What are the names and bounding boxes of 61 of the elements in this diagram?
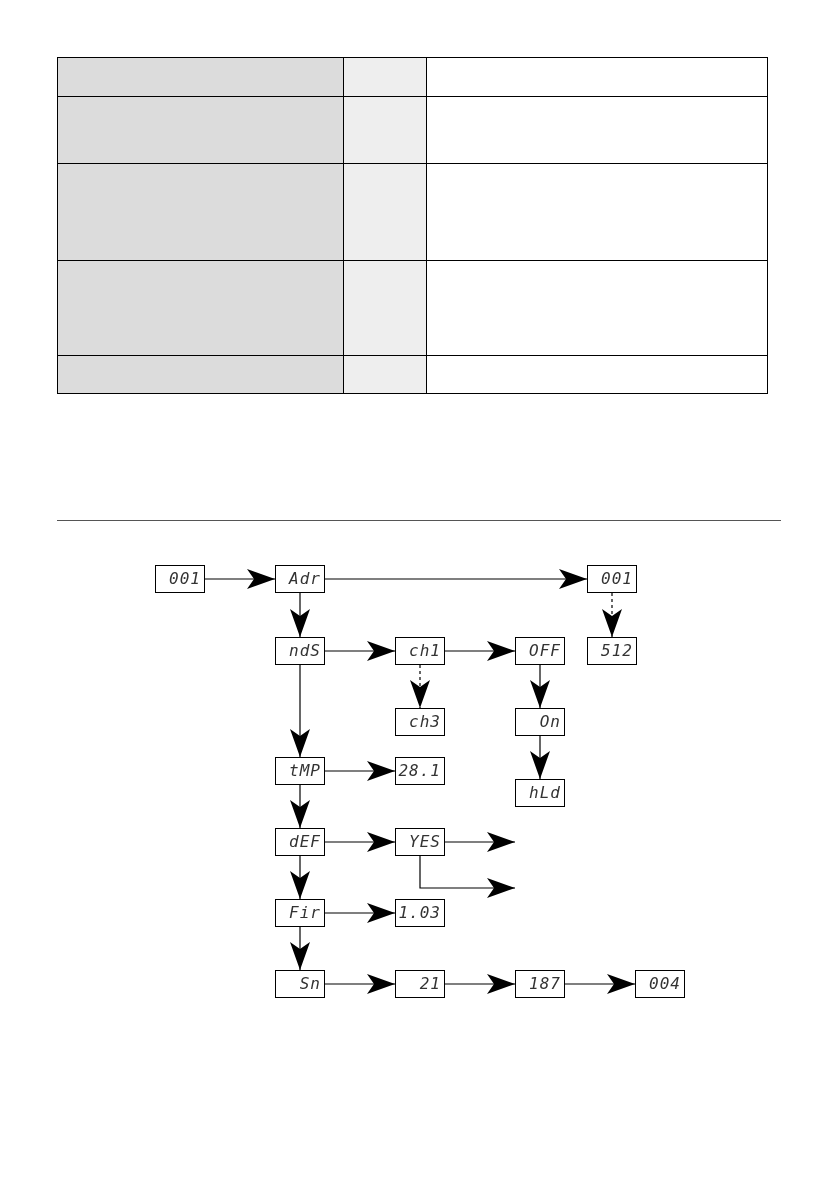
- display-readout: 28.1: [398, 763, 441, 779]
- arrow: [290, 855, 310, 900]
- arrow: [290, 784, 310, 829]
- arrow: [290, 926, 310, 971]
- display-readout: Adr: [289, 571, 321, 587]
- display-box: [395, 708, 445, 736]
- display-readout: Sn: [299, 976, 321, 992]
- arrow: [204, 569, 276, 589]
- display-box: [275, 970, 325, 998]
- display-readout: Fir: [289, 905, 321, 921]
- arrow: [324, 761, 396, 781]
- display-readout: 001: [601, 571, 633, 587]
- display-box: [635, 970, 685, 998]
- arrow: [564, 974, 636, 994]
- display-readout: 1.03: [398, 905, 441, 921]
- arrow: [602, 592, 622, 638]
- arrow: [324, 641, 396, 661]
- display-box: [275, 637, 325, 665]
- display-readout: 512: [601, 643, 633, 659]
- display-box: [395, 899, 445, 927]
- arrow: [324, 832, 396, 852]
- display-box: [155, 565, 205, 593]
- arrow: [419, 855, 516, 898]
- display-readout: tMP: [289, 763, 321, 779]
- display-readout: ch3: [409, 714, 441, 730]
- display-box: [395, 637, 445, 665]
- display-box: [275, 565, 325, 593]
- display-readout: 21: [419, 976, 441, 992]
- display-readout: 187: [529, 976, 561, 992]
- arrow: [410, 664, 430, 709]
- arrow: [530, 735, 550, 780]
- display-box: [275, 828, 325, 856]
- display-readout: On: [539, 714, 561, 730]
- display-readout: ndS: [289, 643, 321, 659]
- display-readout: OFF: [529, 643, 561, 659]
- arrow: [290, 664, 310, 758]
- display-box: [395, 828, 445, 856]
- arrow: [324, 903, 396, 923]
- display-readout: 001: [169, 571, 201, 587]
- display-readout: YES: [409, 834, 441, 850]
- display-box: [587, 565, 637, 593]
- display-readout: 004: [649, 976, 681, 992]
- arrow: [444, 974, 516, 994]
- display-readout: dEF: [289, 834, 321, 850]
- display-readout: ch1: [409, 643, 441, 659]
- display-box: [587, 637, 637, 665]
- arrow: [324, 974, 396, 994]
- arrow: [444, 832, 516, 852]
- display-box: [515, 970, 565, 998]
- arrow: [290, 592, 310, 638]
- display-box: [395, 757, 445, 785]
- display-box: [515, 779, 565, 807]
- arrow: [530, 664, 550, 709]
- display-readout: hLd: [529, 785, 561, 801]
- display-box: [515, 708, 565, 736]
- display-box: [275, 899, 325, 927]
- display-box: [395, 970, 445, 998]
- display-box: [275, 757, 325, 785]
- arrow: [324, 569, 588, 589]
- display-box: [515, 637, 565, 665]
- arrow: [444, 641, 516, 661]
